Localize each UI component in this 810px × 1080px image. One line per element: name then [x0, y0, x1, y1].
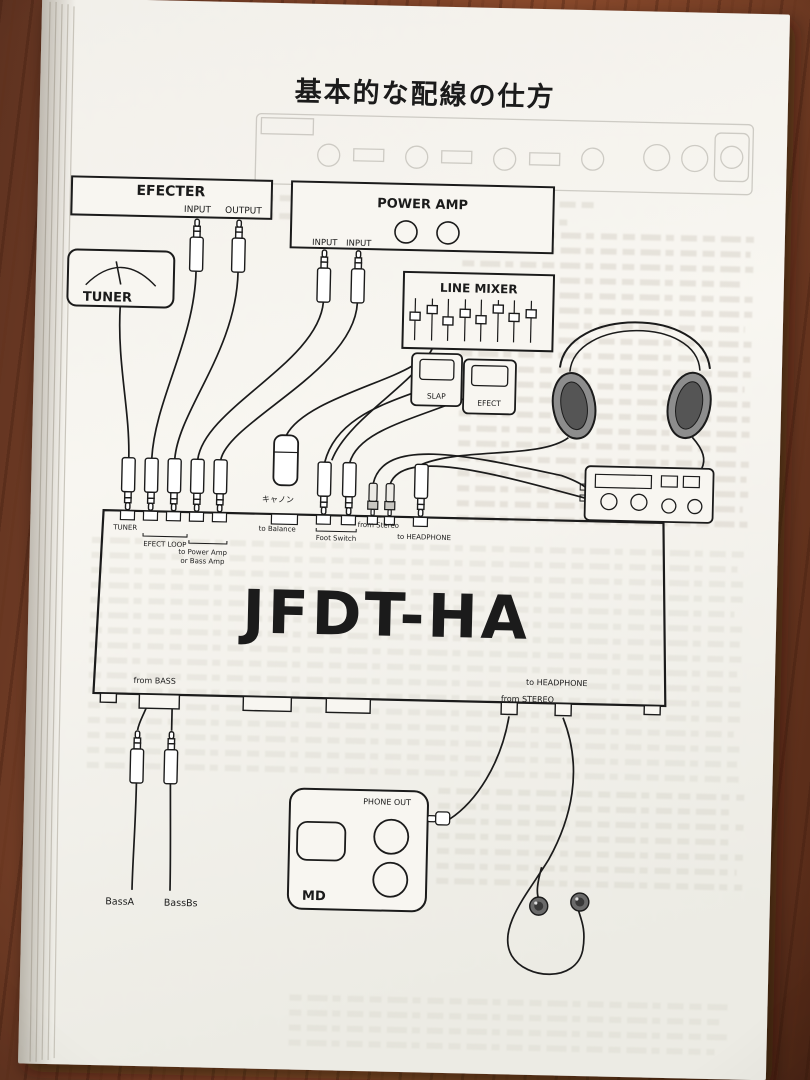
unit-label-efect-loop: EFECT LOOP — [143, 540, 186, 549]
cable-bass-a-upper — [136, 707, 147, 731]
md-phone-out-label: PHONE OUT — [363, 797, 411, 807]
power-amp-knob-1 — [394, 220, 418, 244]
slap-pedal-device: SLAP — [410, 352, 464, 408]
efecter-device: EFECTER INPUT OUTPUT — [70, 175, 274, 273]
unit-front-panel — [92, 509, 667, 708]
efect-pedal-label: EFECT — [477, 399, 501, 409]
page-title: 基本的な配線の仕方 — [294, 75, 556, 113]
cable-headphone — [421, 436, 569, 466]
cable-poweramp-2 — [219, 302, 359, 460]
unit-top-labels: TUNER EFECT LOOP to Power Amp or Bass Am… — [112, 495, 451, 566]
bass-a-label: BassA — [105, 896, 134, 908]
unit-top-sockets — [119, 509, 429, 528]
power-amp-label: POWER AMP — [377, 196, 468, 213]
cable-earbuds — [506, 717, 585, 976]
unit-label-to-headphone-bottom: to HEADPHONE — [526, 678, 588, 688]
unit-label-to-power-amp: to Power Amp — [178, 548, 227, 557]
power-amp-input1-label: INPUT — [312, 238, 338, 249]
binding-shadow — [18, 0, 77, 1065]
line-mixer-label: LINE MIXER — [440, 281, 518, 297]
power-amp-device: POWER AMP INPUT INPUT — [289, 180, 556, 304]
efecter-label: EFECTER — [136, 183, 205, 201]
tuner-label: TUNER — [83, 290, 133, 306]
power-amp-input2-label: INPUT — [346, 239, 372, 250]
efecter-output-label: OUTPUT — [225, 206, 262, 217]
cable-bass-b-lower — [169, 783, 172, 891]
unit-label-foot-switch: Foot Switch — [316, 534, 357, 543]
headphone-left-pad — [560, 381, 588, 431]
tuner-meter-arc — [85, 266, 157, 287]
bass-cables: BassA BassBs — [105, 730, 198, 910]
mini-plug — [427, 811, 451, 826]
unit-label-from-bass: from BASS — [134, 676, 176, 686]
md-label: MD — [302, 889, 326, 905]
cable-efecter-input — [150, 271, 197, 459]
tuner-meter-needle — [115, 261, 122, 285]
headphones — [551, 321, 712, 440]
earbuds — [529, 892, 590, 916]
md-player-device: PHONE OUT MD — [286, 787, 451, 913]
md-button-2 — [372, 861, 409, 898]
paper-page — [18, 0, 790, 1080]
cable-md-to-stereo-in — [449, 716, 510, 820]
unit-bottom-labels: from BASS to HEADPHONE from STEREO — [134, 676, 588, 705]
deck-jack-left-2 — [579, 494, 586, 502]
cable-xlr-balance — [285, 365, 413, 436]
line-mixer-device: LINE MIXER — [401, 270, 556, 353]
efect-loop-bracket — [142, 533, 188, 538]
unit-model-name: JFDT-HA — [238, 577, 531, 654]
unit-top-plugs — [120, 434, 429, 518]
unit-label-tuner: TUNER — [112, 523, 137, 532]
unit-label-xlr: キャノン — [262, 495, 294, 505]
unit-label-from-stereo: from Stereo — [358, 521, 399, 530]
cable-stereo-left — [372, 453, 586, 488]
slap-pedal-label: SLAP — [427, 391, 446, 400]
cable-stereo-right — [389, 465, 586, 499]
bass-b-label: BassBs — [164, 898, 198, 910]
cables-group — [118, 271, 705, 976]
cable-poweramp-1 — [196, 302, 325, 460]
efecter-input-label: INPUT — [184, 205, 212, 216]
cable-headphone-right — [691, 436, 705, 470]
tuner-device: TUNER — [66, 248, 176, 309]
unit-label-to-headphone: to HEADPHONE — [397, 533, 451, 542]
paper-group: 基本的な配線の仕方 — [18, 0, 790, 1080]
unit-label-or-bass-amp: or Bass Amp — [180, 557, 225, 566]
wiring-diagram: EFECTER INPUT OUTPUT TUNER POWER AMP INP… — [66, 175, 715, 976]
power-amp-knob-2 — [436, 221, 460, 245]
efect-pedal-device: EFECT — [462, 358, 517, 416]
poweramp-bracket — [188, 540, 228, 545]
footswitch-bracket — [315, 527, 357, 533]
unit-label-from-stereo-bottom: from STEREO — [501, 694, 554, 704]
xlr-plug — [272, 434, 300, 487]
cable-bass-a-lower — [131, 782, 138, 890]
deck-jack-left-1 — [579, 483, 586, 491]
unit-bottom-connectors — [99, 692, 662, 717]
jfdt-ha-unit: TUNER EFECT LOOP to Power Amp or Bass Am… — [92, 495, 667, 717]
md-display — [296, 820, 347, 862]
cable-efecter-output — [173, 272, 239, 459]
unit-label-to-balance: to Balance — [259, 525, 296, 534]
cable-slap-pedal — [323, 391, 416, 463]
stereo-deck — [579, 465, 715, 524]
mixer-faders — [409, 298, 537, 343]
headphone-band-inner — [569, 329, 701, 372]
cable-tuner — [118, 306, 130, 458]
md-button-1 — [373, 818, 410, 855]
headphone-right-pad — [675, 381, 704, 430]
headphone-band-outer — [558, 321, 711, 369]
